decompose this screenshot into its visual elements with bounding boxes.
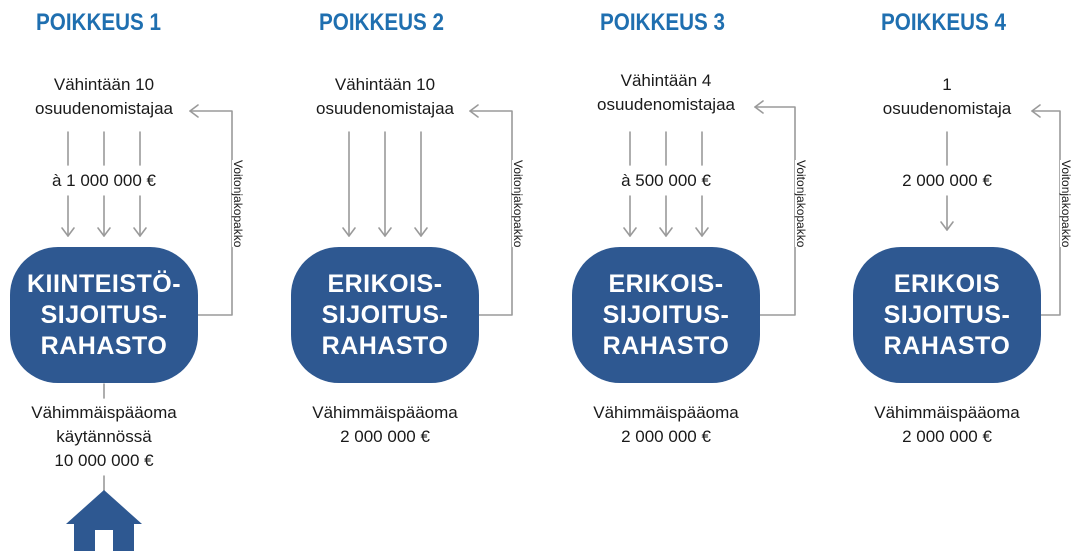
exception-4-holders: 1 osuudenomistaja [847, 73, 1047, 121]
exception-2-holders-line-2: osuudenomistajaa [316, 99, 454, 118]
exception-4-heading: POIKKEUS 4 [881, 9, 1007, 36]
exception-3-capital-line-1: Vähimmäispääoma [593, 403, 739, 422]
exception-3-holders-line-2: osuudenomistajaa [597, 95, 735, 114]
exception-4-holders-line-1: 1 [942, 75, 952, 94]
exception-1-side-label: Voitonjakopakko [231, 160, 245, 248]
exception-4-investment: 2 000 000 € [887, 169, 1007, 193]
exception-2-holders-line-1: Vähintään 10 [334, 75, 436, 94]
exception-4-capital: Vähimmäispääoma 2 000 000 € [847, 401, 1047, 449]
exception-3-capital-line-2: 2 000 000 € [621, 427, 711, 446]
exception-1-holders-line-1: Vähintään 10 [53, 75, 155, 94]
exception-3-holders: Vähintään 4 osuudenomistajaa [566, 69, 766, 117]
exception-3-heading: POIKKEUS 3 [600, 9, 726, 36]
exception-2-capital: Vähimmäispääoma 2 000 000 € [285, 401, 485, 449]
exception-4-fund-line-3: RAHASTO [883, 331, 1011, 360]
house-icon [66, 490, 142, 551]
exception-2-capital-line-2: 2 000 000 € [340, 427, 430, 446]
exception-4-fund-line-2: SIJOITUS- [883, 300, 1011, 329]
exception-1-fund-line-1: KIINTEISTÖ- [26, 269, 182, 298]
exception-2-heading: POIKKEUS 2 [319, 9, 445, 36]
exception-2-fund-line-1: ERIKOIS- [327, 269, 443, 298]
exception-3-fund-line-2: SIJOITUS- [602, 300, 730, 329]
exception-1-fund-line-3: RAHASTO [40, 331, 168, 360]
exception-2-capital-line-1: Vähimmäispääoma [312, 403, 458, 422]
exception-2-fund-line-3: RAHASTO [321, 331, 449, 360]
exception-1-heading: POIKKEUS 1 [36, 9, 162, 36]
exception-3-investment: à 500 000 € [586, 169, 746, 193]
exception-1-fund-line-2: SIJOITUS- [40, 300, 168, 329]
exception-4-capital-line-1: Vähimmäispääoma [874, 403, 1020, 422]
exception-4-side-label: Voitonjakopakko [1059, 160, 1073, 248]
exception-4-fund-box: ERIKOIS SIJOITUS- RAHASTO [853, 247, 1041, 383]
exception-3-fund-line-1: ERIKOIS- [608, 269, 724, 298]
exception-1-holders-line-2: osuudenomistajaa [35, 99, 173, 118]
exception-3-side-label: Voitonjakopakko [794, 160, 808, 248]
exception-1-holders: Vähintään 10 osuudenomistajaa [4, 73, 204, 121]
exception-3-fund-line-3: RAHASTO [602, 331, 730, 360]
exception-4-holders-line-2: osuudenomistaja [882, 99, 1012, 118]
exception-1-fund-box: KIINTEISTÖ- SIJOITUS- RAHASTO [10, 247, 198, 383]
exception-1-capital-line-2: käytännössä [56, 427, 152, 446]
exception-1-capital: Vähimmäispääoma käytännössä 10 000 000 € [4, 401, 204, 473]
exception-4-fund-line-1: ERIKOIS [893, 269, 1001, 298]
exception-1-investment: à 1 000 000 € [24, 169, 184, 193]
exception-2-side-label: Voitonjakopakko [511, 160, 525, 248]
exception-2-fund-line-2: SIJOITUS- [321, 300, 449, 329]
exception-4-capital-line-2: 2 000 000 € [902, 427, 992, 446]
exception-3-holders-line-1: Vähintään 4 [620, 71, 712, 90]
exception-1-capital-line-3: 10 000 000 € [54, 451, 154, 470]
exception-3-capital: Vähimmäispääoma 2 000 000 € [566, 401, 766, 449]
exception-1-capital-line-1: Vähimmäispääoma [31, 403, 177, 422]
exception-3-fund-box: ERIKOIS- SIJOITUS- RAHASTO [572, 247, 760, 383]
exception-2-holders: Vähintään 10 osuudenomistajaa [285, 73, 485, 121]
exception-2-fund-box: ERIKOIS- SIJOITUS- RAHASTO [291, 247, 479, 383]
